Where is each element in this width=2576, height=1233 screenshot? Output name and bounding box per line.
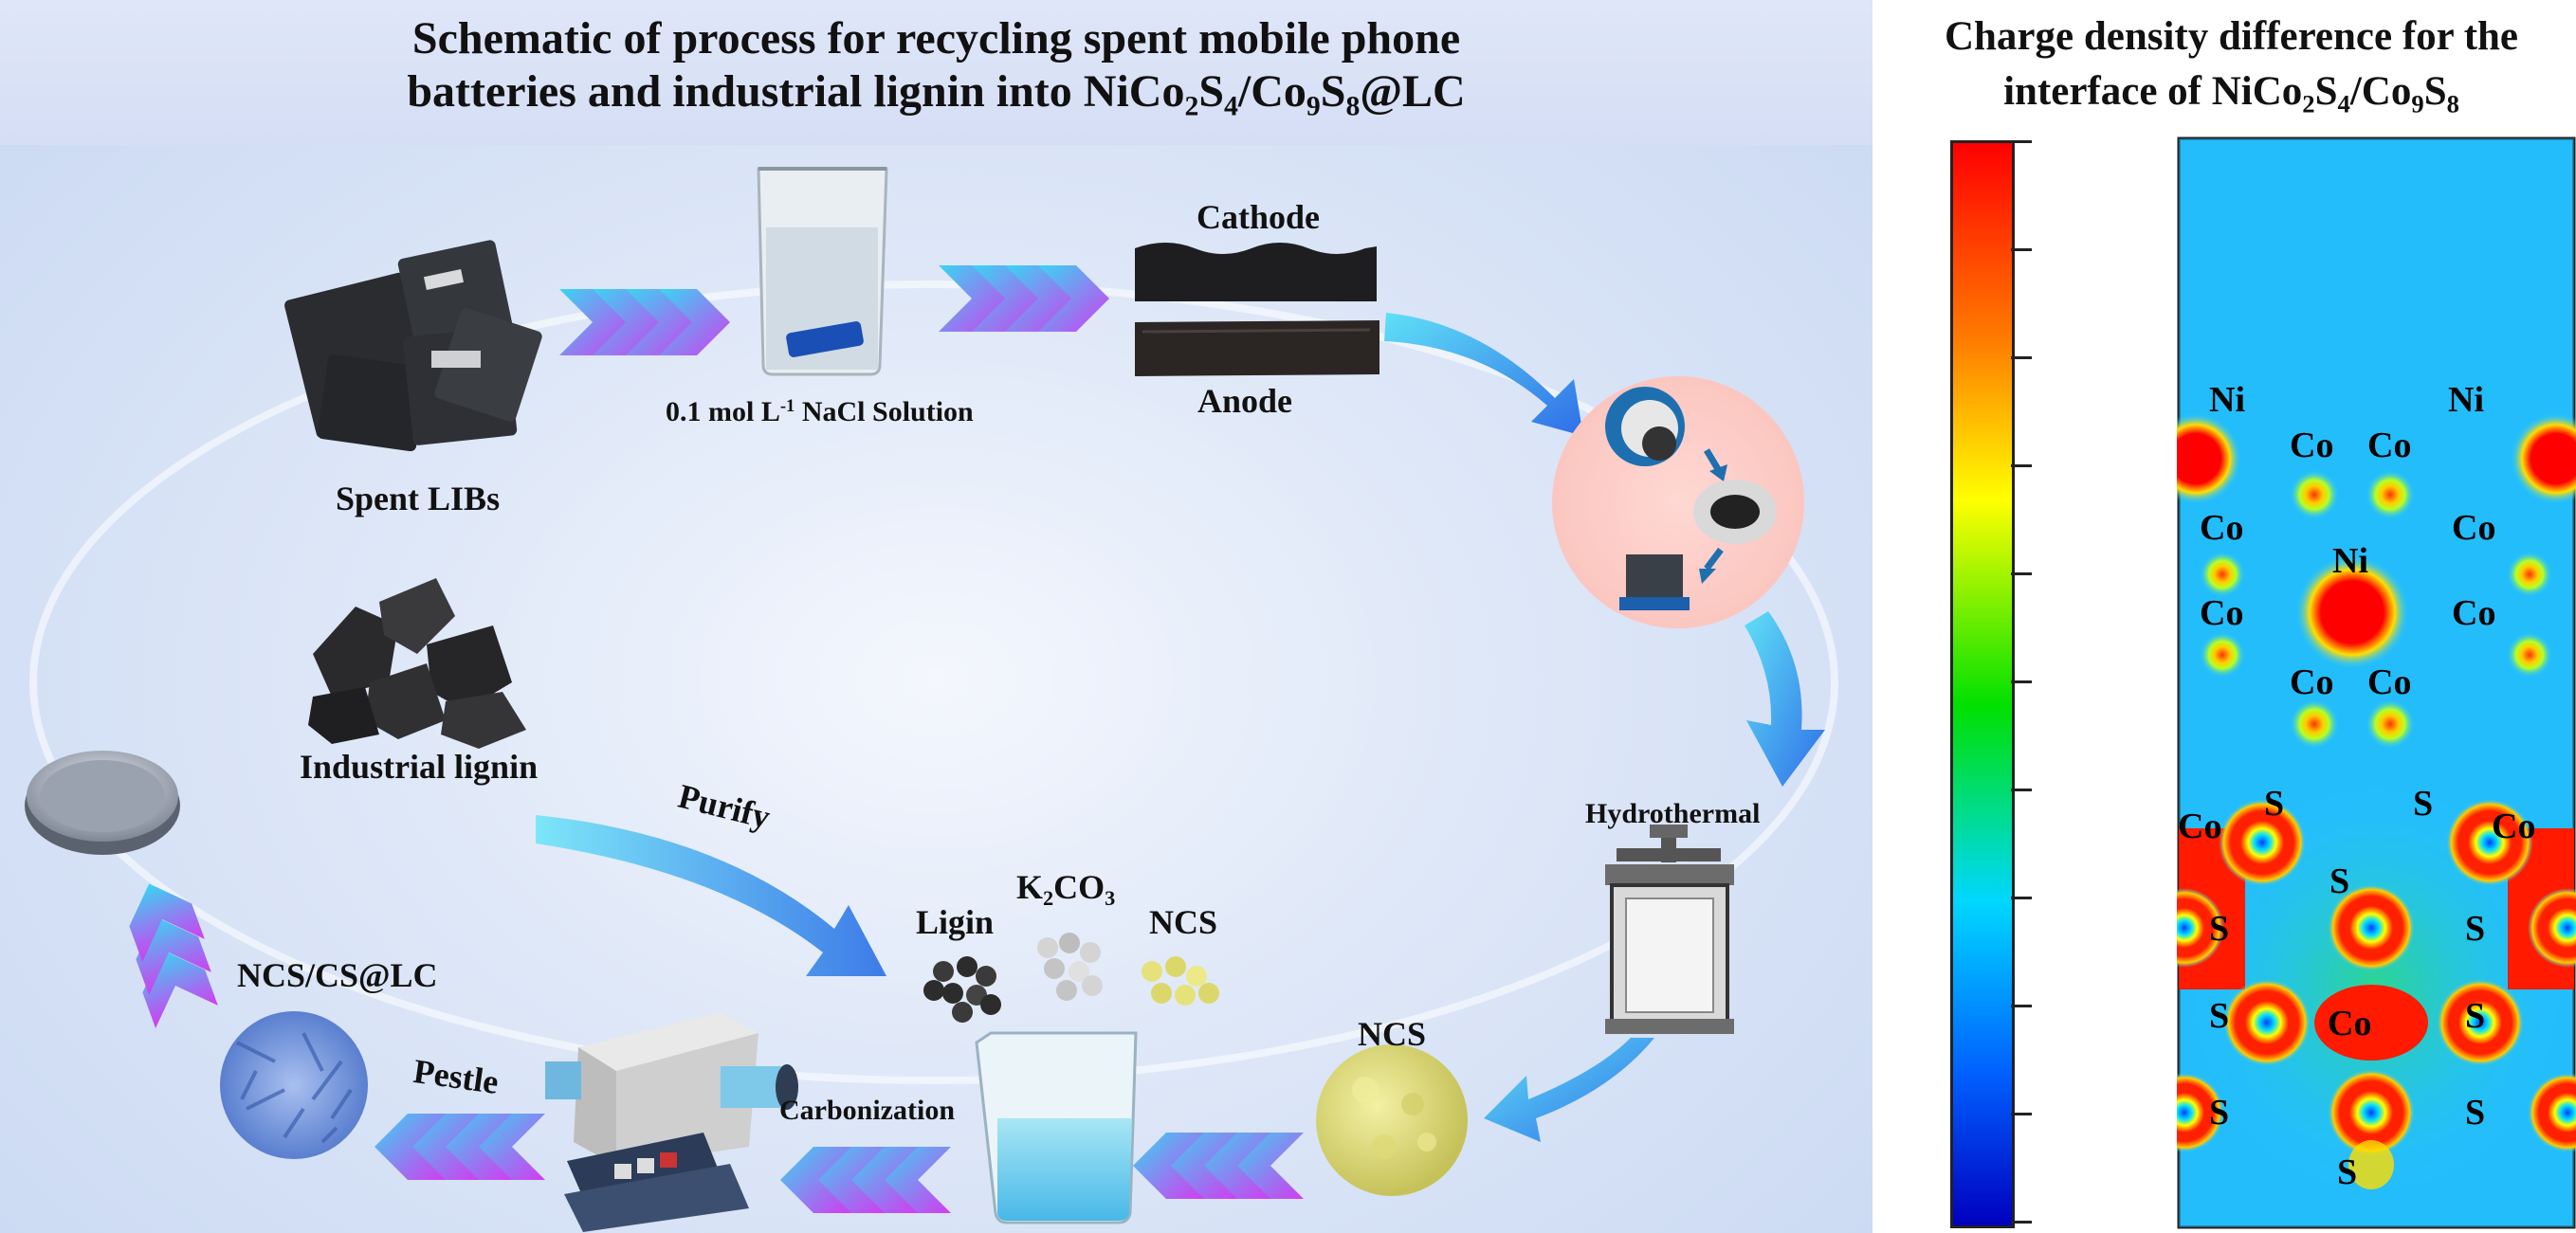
colorbar-tick — [2011, 1005, 2032, 1007]
label-anode: Anode — [1197, 382, 1293, 420]
atom-label-s: S — [2465, 996, 2486, 1036]
colorbar-tick — [2011, 897, 2032, 899]
arrow-product-to-coin-cell — [129, 883, 218, 1028]
arrow-solution-to-electrodes — [939, 265, 1109, 332]
arrow-disassembly-to-hydrothermal — [1745, 611, 1825, 787]
process-graphics — [25, 167, 1825, 1232]
atom-label-co: Co — [2367, 426, 2412, 465]
colorbar-tick — [2011, 356, 2032, 359]
hydrothermal-reactor-image — [1605, 825, 1734, 1034]
arrow-hydrothermal-to-ncs — [1484, 1038, 1654, 1142]
schematic-title-line2: batteries and industrial lignin into NiC… — [407, 66, 1466, 122]
tube-furnace-image — [545, 1012, 798, 1232]
label-ligin: Ligin — [916, 903, 995, 941]
colorbar-tick — [2011, 248, 2032, 251]
ncs-sphere-image — [1316, 1044, 1468, 1196]
colorbar — [1950, 140, 2015, 1228]
atom-label-s: S — [2209, 996, 2230, 1036]
atom-label-co: Co — [2290, 426, 2334, 465]
disassembly-circle — [1552, 376, 1804, 628]
title-band — [0, 0, 1873, 145]
label-hydrothermal: Hydrothermal — [1585, 798, 1761, 829]
cathode-strip — [1135, 243, 1377, 301]
arrow-electrodes-to-disassembly — [1384, 313, 1583, 436]
atom-label-ni: Ni — [2332, 541, 2368, 581]
atom-label-co: Co — [2452, 508, 2496, 548]
atom-label-ni: Ni — [2209, 380, 2245, 420]
atom-label-s: S — [2413, 784, 2434, 824]
charge-density-title-line1: Charge density difference for the — [1944, 14, 2519, 59]
label-nacl-solution: 0.1 mol L-1 NaCl Solution — [666, 396, 974, 428]
atom-label-s: S — [2209, 909, 2230, 949]
charge-density-title-line2: interface of NiCo2S4/Co9S8 — [2003, 69, 2459, 118]
atom-label-s: S — [2329, 861, 2350, 901]
colorbar-tick — [2011, 1221, 2032, 1224]
ncs-spheres-image — [1142, 956, 1219, 1006]
ncs-cs-lc-particle-image — [220, 1011, 368, 1159]
colorbar-tick — [2011, 789, 2032, 791]
label-spent-libs: Spent LIBs — [336, 480, 501, 517]
atom-label-s: S — [2264, 784, 2285, 824]
atom-label-s: S — [2465, 1093, 2486, 1133]
ligin-spheres-image — [923, 956, 1001, 1023]
arrow-furnace-to-product — [375, 1114, 545, 1180]
label-k2co3: K2CO3 — [1016, 868, 1116, 911]
atom-label-co: Co — [2367, 662, 2412, 702]
atom-label-co: Co — [2290, 662, 2334, 702]
label-ncs-cs-lc: NCS/CS@LC — [237, 956, 438, 994]
label-industrial-lignin: Industrial lignin — [300, 748, 539, 786]
k2co3-spheres-image — [1037, 933, 1103, 1001]
arrow-batteries-to-solution — [559, 289, 730, 355]
arrow-ncs-to-beaker — [1133, 1133, 1304, 1199]
atom-label-co: Co — [2492, 807, 2536, 846]
atom-label-co: Co — [2200, 508, 2244, 548]
atom-label-co: Co — [2178, 807, 2222, 846]
label-carbonization: Carbonization — [779, 1095, 956, 1126]
mixing-beaker-image — [975, 1031, 1138, 1224]
arrow-beaker-to-furnace — [780, 1147, 951, 1213]
label-ncs-small: NCS — [1149, 903, 1218, 941]
colorbar-tick — [2011, 1113, 2032, 1115]
label-cathode: Cathode — [1197, 198, 1321, 236]
spent-batteries-image — [284, 240, 542, 452]
colorbar-tick — [2011, 572, 2032, 575]
colorbar-tick — [2011, 680, 2032, 683]
nacl-beaker-image — [757, 167, 888, 376]
atom-label-s: S — [2337, 1152, 2358, 1192]
schematic-title-line1: Schematic of process for recycling spent… — [411, 13, 1461, 63]
purify-arrow — [536, 815, 886, 976]
atom-label-ni: Ni — [2448, 380, 2484, 420]
process-schematic-panel: Schematic of process for recycling spent… — [0, 0, 1873, 1233]
colorbar-tick — [2011, 140, 2032, 143]
charge-density-map — [2177, 136, 2576, 1229]
label-ncs-large: NCS — [1358, 1015, 1427, 1053]
atom-label-co: Co — [2328, 1004, 2372, 1043]
atom-label-s: S — [2465, 909, 2486, 949]
lignin-chunks-image — [308, 578, 526, 749]
atom-label-co: Co — [2200, 593, 2244, 633]
colorbar-tick — [2011, 464, 2032, 467]
coin-cell-image — [25, 751, 180, 855]
anode-strip — [1135, 320, 1379, 376]
atom-label-co: Co — [2452, 593, 2496, 633]
atom-label-s: S — [2209, 1093, 2230, 1133]
